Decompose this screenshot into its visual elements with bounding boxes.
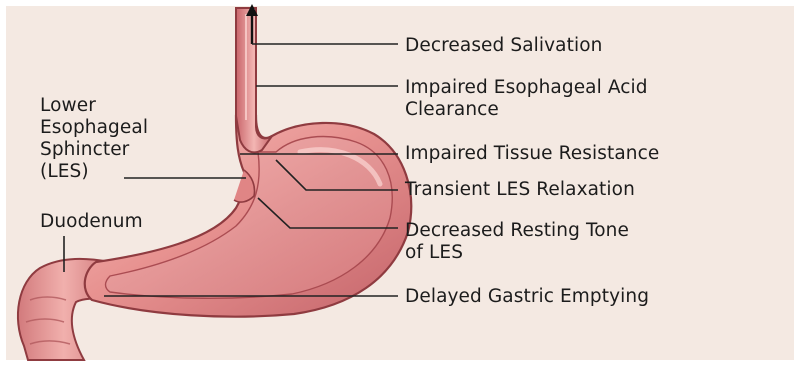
label-line: Delayed Gastric Emptying [405,286,649,308]
label-les-line-1: Lower [40,95,148,117]
label-transient-les-relaxation: Transient LES Relaxation [405,179,635,201]
label-line: Impaired Tissue Resistance [405,143,659,165]
label-impaired-acid-clearance: Impaired Esophageal Acid Clearance [405,77,648,121]
label-line: Transient LES Relaxation [405,179,635,201]
label-line: Clearance [405,99,648,121]
label-line: Impaired Esophageal Acid [405,77,648,99]
label-line: Decreased Salivation [405,35,602,57]
label-decreased-salivation: Decreased Salivation [405,35,602,57]
label-les-line-2: Esophageal [40,117,148,139]
label-les-line-3: Sphincter [40,139,148,161]
label-line: of LES [405,242,629,264]
label-impaired-tissue-resistance: Impaired Tissue Resistance [405,143,659,165]
label-les-line-4: (LES) [40,161,148,183]
esophagus-shape [236,8,272,152]
label-duodenum: Duodenum [40,211,143,233]
label-line: Decreased Resting Tone [405,220,629,242]
label-decreased-resting-tone: Decreased Resting Tone of LES [405,220,629,264]
label-delayed-gastric-emptying: Delayed Gastric Emptying [405,286,649,308]
label-les: Lower Esophageal Sphincter (LES) [40,95,148,183]
